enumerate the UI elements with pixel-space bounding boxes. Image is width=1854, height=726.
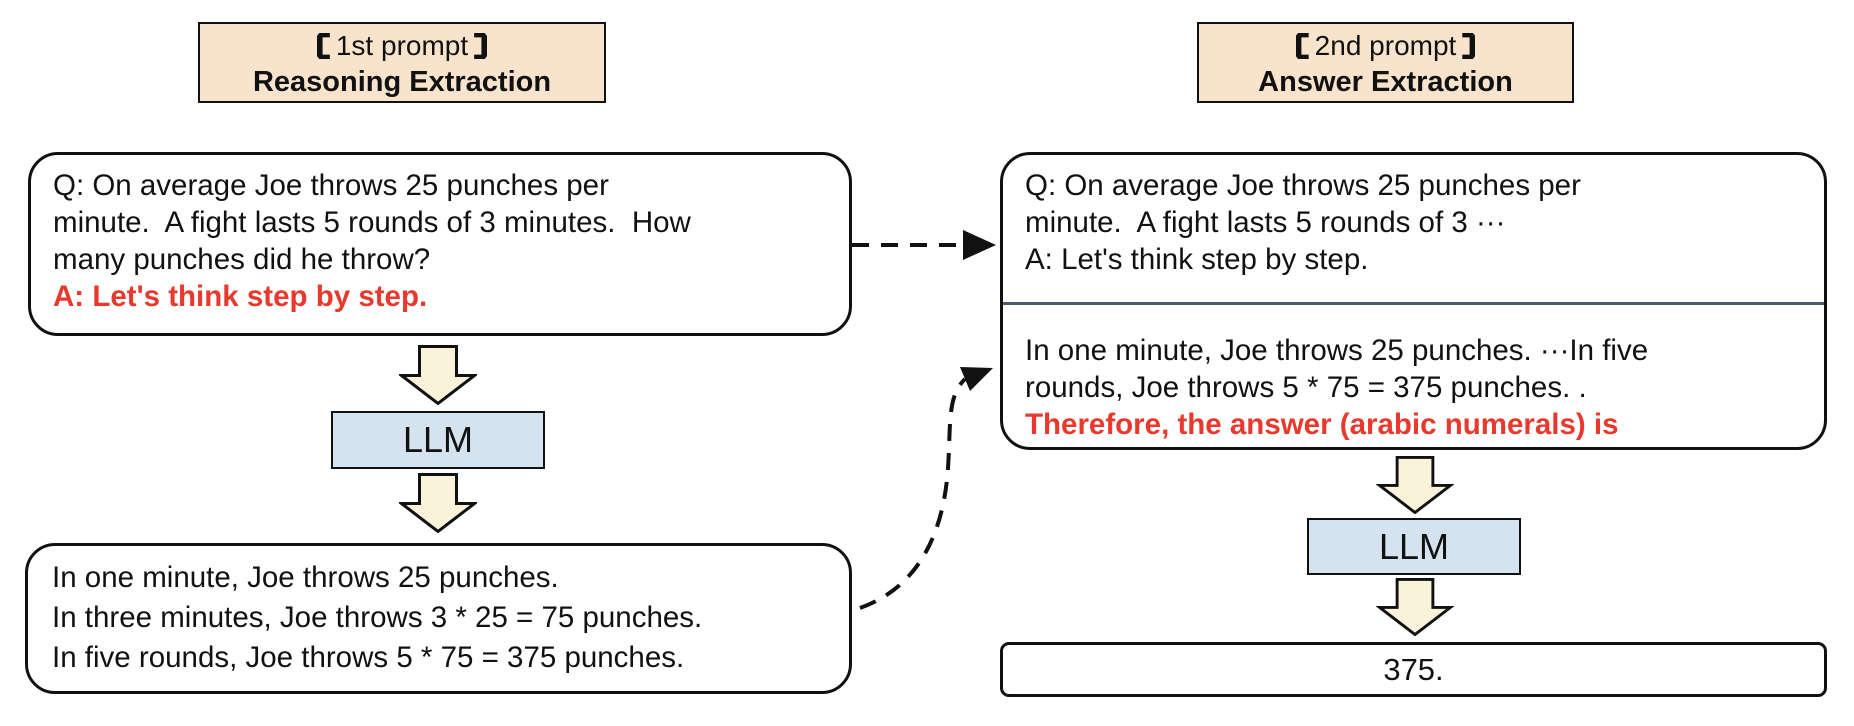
stage1-title: Reasoning Extraction bbox=[252, 66, 552, 98]
question-line: minute. A fight lasts 5 rounds of 3 minu… bbox=[53, 206, 691, 239]
question-line: many punches did he throw? bbox=[53, 243, 431, 276]
cot-trigger-text: A: Let's think step by step. bbox=[53, 280, 428, 313]
question-line: A: Let's think step by step. bbox=[1025, 243, 1369, 276]
reasoning-line: In three minutes, Joe throws 3 * 25 = 75… bbox=[52, 601, 703, 634]
llm-node-stage1: LLM bbox=[331, 411, 545, 469]
stage2-prompt-box: Q: On average Joe throws 25 punches per … bbox=[1000, 152, 1827, 450]
lenticular-bracket-close-icon bbox=[474, 33, 488, 59]
stage1-question-box: Q: On average Joe throws 25 punches per … bbox=[28, 152, 852, 336]
reasoning-line: In one minute, Joe throws 25 punches. ··… bbox=[1025, 334, 1649, 367]
stage2-header: 2nd prompt Answer Extraction bbox=[1197, 22, 1574, 103]
question-line: Q: On average Joe throws 25 punches per bbox=[1025, 169, 1581, 202]
stage1-reasoning-output-box: In one minute, Joe throws 25 punches. In… bbox=[25, 543, 852, 694]
stage2-prompt-label: 2nd prompt bbox=[1314, 30, 1457, 61]
question-line: minute. A fight lasts 5 rounds of 3 ··· bbox=[1025, 206, 1506, 239]
lenticular-bracket-close-icon bbox=[1462, 33, 1476, 59]
lenticular-bracket-open-icon bbox=[316, 33, 330, 59]
stage1-prompt-label: 1st prompt bbox=[335, 30, 469, 61]
dashed-arrow-reasoning-to-2nd-prompt bbox=[859, 377, 967, 610]
stage2-question-section: Q: On average Joe throws 25 punches per … bbox=[1003, 155, 1824, 302]
reasoning-line: In one minute, Joe throws 25 punches. bbox=[52, 561, 559, 594]
arrowhead-right-icon bbox=[963, 230, 996, 260]
lenticular-bracket-open-icon bbox=[1295, 33, 1309, 59]
stage1-header: 1st prompt Reasoning Extraction bbox=[198, 22, 606, 103]
down-arrow-icon bbox=[1376, 578, 1454, 636]
llm-label: LLM bbox=[402, 419, 474, 460]
llm-node-stage2: LLM bbox=[1307, 518, 1521, 575]
question-line: Q: On average Joe throws 25 punches per bbox=[53, 169, 609, 202]
stage2-prompt-label-row: 2nd prompt bbox=[1199, 28, 1572, 64]
down-arrow-icon bbox=[1376, 456, 1454, 514]
final-answer-box: 375. bbox=[1000, 642, 1827, 697]
down-arrow-icon bbox=[399, 345, 477, 405]
answer-trigger-text: Therefore, the answer (arabic numerals) … bbox=[1025, 408, 1619, 441]
llm-label: LLM bbox=[1378, 525, 1450, 567]
stage2-reasoning-section: In one minute, Joe throws 25 punches. ··… bbox=[1003, 302, 1824, 443]
reasoning-line: In five rounds, Joe throws 5 * 75 = 375 … bbox=[52, 641, 685, 674]
final-answer-value: 375. bbox=[1383, 651, 1444, 687]
down-arrow-icon bbox=[399, 473, 477, 533]
reasoning-line: rounds, Joe throws 5 * 75 = 375 punches.… bbox=[1025, 371, 1587, 404]
section-divider bbox=[1003, 302, 1824, 305]
stage2-title: Answer Extraction bbox=[1258, 66, 1513, 98]
stage1-prompt-label-row: 1st prompt bbox=[200, 28, 604, 64]
arrowhead-up-right-icon bbox=[960, 367, 993, 391]
